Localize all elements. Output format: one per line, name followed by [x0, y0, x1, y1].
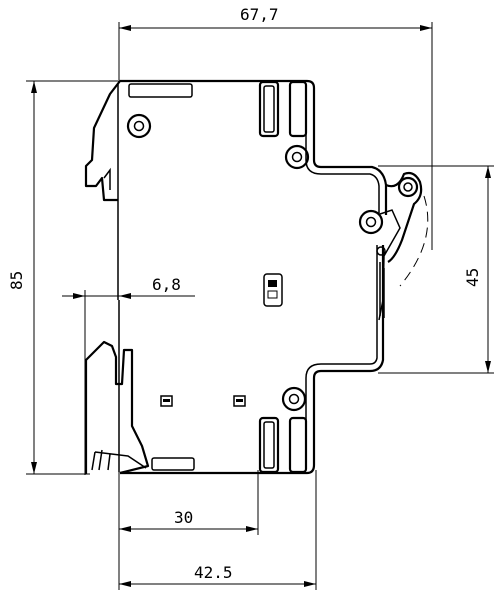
toggle-pivot-main: [358, 209, 384, 235]
toggle-small-pin: [376, 246, 386, 256]
dim-height-label: 85: [7, 271, 26, 290]
toggle-swing-arc: [399, 195, 429, 287]
mark-left: [160, 395, 173, 407]
body-outline: [120, 79, 388, 475]
upper-rail-hook-inner: [103, 167, 111, 190]
toggle-mechanism: [358, 171, 429, 321]
dim-overall-width: 67,7: [118, 5, 433, 250]
dim-rail-offset-label: 6,8: [152, 275, 181, 294]
toggle-pivot-upper: [397, 176, 419, 198]
breaker-body: [84, 79, 388, 475]
dim-terminal-span: 45: [378, 165, 494, 374]
dim-42-5: 42.5: [119, 470, 317, 590]
dim-overall-width-label: 67,7: [240, 5, 279, 24]
dim-30-label: 30: [174, 508, 193, 527]
toggle-lever-inner: [378, 209, 401, 321]
dim-30: 30: [118, 470, 259, 590]
lower-terminal: [258, 416, 308, 474]
top-latch-slot: [128, 83, 193, 98]
dim-terminal-span-label: 45: [463, 268, 482, 287]
toggle-rod: [379, 262, 385, 318]
body-inner-wall: [117, 83, 380, 466]
bottom-latch-slot: [151, 457, 195, 471]
dim-42-5-label: 42.5: [194, 563, 233, 582]
mark-right: [233, 395, 246, 407]
lower-rail-clip: [84, 340, 150, 475]
center-indicator: [263, 273, 283, 307]
dim-height: 85: [7, 80, 120, 475]
upper-rail-hook: [84, 79, 123, 202]
rivet-top-left: [126, 113, 152, 139]
rivet-lower-right: [281, 386, 307, 412]
rivet-upper-right: [284, 144, 310, 170]
dim-rail-offset: 6,8: [62, 275, 195, 475]
upper-terminal: [258, 80, 308, 138]
lower-rail-clip-inner: [91, 449, 147, 471]
